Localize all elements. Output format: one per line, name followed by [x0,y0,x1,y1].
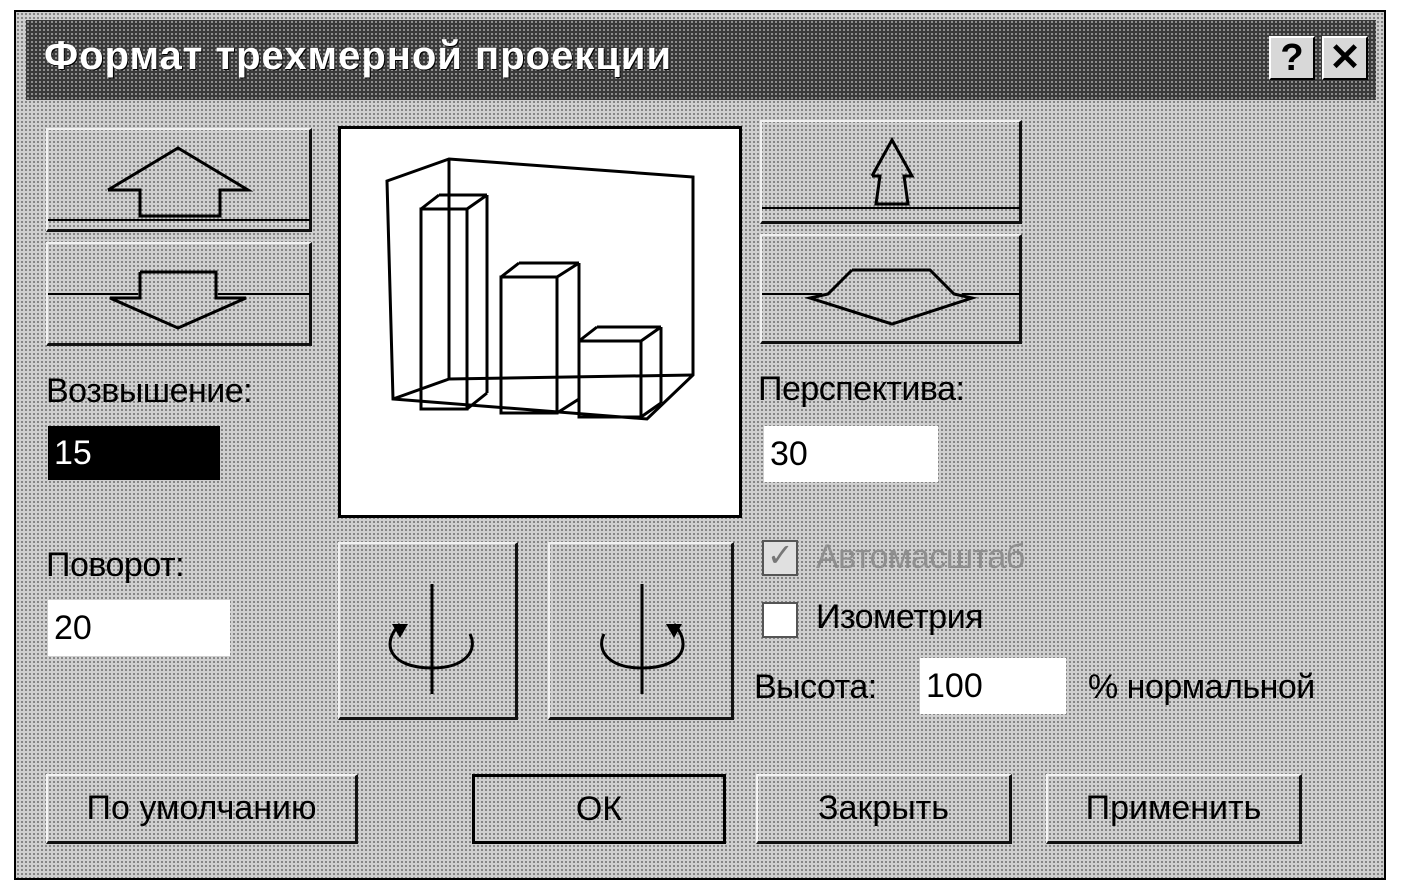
rotate-left-icon [388,584,474,694]
elevation-input[interactable] [48,426,220,480]
height-suffix: % нормальной [1088,668,1315,706]
rotate-right-button[interactable] [548,542,734,720]
apply-button[interactable]: Применить [1046,774,1302,844]
close-icon: ✕ [1329,37,1361,79]
elevation-down-button[interactable] [46,242,312,346]
elevation-label: Возвышение: [46,372,253,410]
dialog-title: Формат трехмерной проекции [44,34,673,78]
isometric-checkbox[interactable] [762,602,798,638]
perspective-label: Перспектива: [758,370,965,408]
help-icon: ? [1280,37,1304,79]
arrow-down-icon [48,270,310,330]
rotation-input[interactable] [48,600,230,656]
autoscale-label: Автомасштаб [816,538,1025,576]
close-button[interactable]: Закрыть [756,774,1012,844]
format-3d-view-dialog: Формат трехмерной проекции ? ✕ Возвышени… [14,10,1386,880]
perspective-input[interactable] [764,426,938,482]
rotation-label: Поворот: [46,546,185,584]
height-label: Высота: [754,668,877,706]
perspective-increase-icon [762,136,1020,209]
autoscale-checkbox[interactable]: ✓ [762,537,798,576]
chart-3d-preview-graphic [385,157,695,421]
perspective-increase-button[interactable] [760,120,1022,224]
title-bar[interactable]: Формат трехмерной проекции ? ✕ [26,20,1376,100]
ok-button[interactable]: ОК [472,774,726,844]
rotate-left-button[interactable] [338,542,518,720]
arrow-up-icon [48,146,310,221]
chart-preview [338,126,742,518]
close-title-button[interactable]: ✕ [1322,36,1368,80]
checkmark-icon: ✓ [767,537,794,573]
rotate-right-icon [600,584,685,694]
isometric-label: Изометрия [816,598,984,636]
default-button[interactable]: По умолчанию [46,774,358,844]
help-button[interactable]: ? [1269,36,1315,80]
perspective-decrease-icon [762,268,1020,326]
perspective-decrease-button[interactable] [760,234,1022,344]
elevation-up-button[interactable] [46,128,312,232]
height-input[interactable] [920,658,1066,714]
